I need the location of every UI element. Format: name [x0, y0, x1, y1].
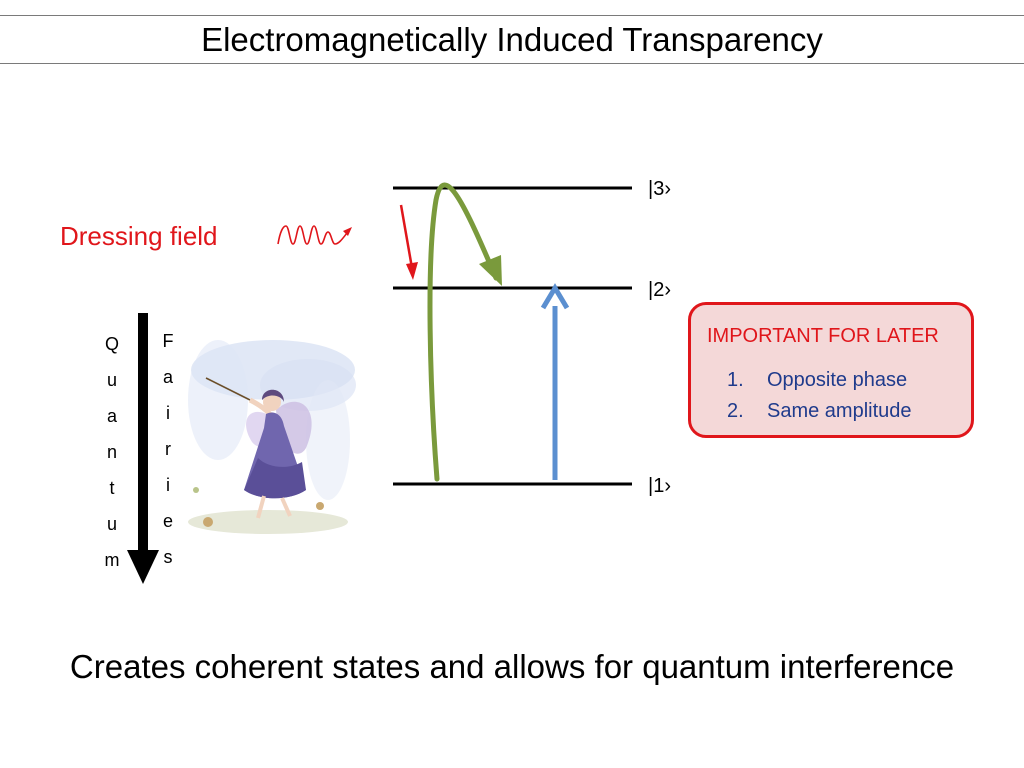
slide-caption: Creates coherent states and allows for q…: [69, 648, 955, 685]
dressing-arrow: [399, 204, 414, 269]
callout-list-item: 2. Same amplitude: [727, 396, 912, 427]
fairies-letter: e: [162, 511, 173, 531]
wave-arrow-head-icon: [343, 227, 352, 236]
callout-item-number: 2.: [727, 400, 744, 422]
callout-list-item: 1. Opposite phase: [727, 365, 912, 396]
quantum-letter: t: [109, 478, 115, 498]
quantum-letter: u: [106, 514, 117, 534]
probe-arrow-head: [540, 283, 570, 310]
quantum-letter: m: [104, 550, 120, 570]
callout-item-number: 1.: [727, 369, 744, 391]
wave-icon: [277, 225, 348, 245]
fairies-letter: i: [166, 475, 170, 495]
callout-heading: IMPORTANT FOR LATER: [707, 325, 939, 347]
slide-title: Electromagnetically Induced Transparency: [201, 21, 823, 58]
energy-level-1-label: |1›: [648, 475, 671, 497]
fairies-letter: r: [165, 439, 171, 459]
callout-item-text: Same amplitude: [767, 400, 912, 422]
dressing-arrow-head: [406, 262, 418, 280]
quantum-arrow-head: [127, 550, 159, 584]
quantum-vertical-text: Q u a n t u m: [100, 326, 124, 578]
fairies-letter: F: [162, 331, 174, 351]
callout-item-text: Opposite phase: [767, 369, 908, 391]
fairies-letter: s: [163, 547, 173, 567]
quantum-letter: Q: [104, 334, 119, 354]
fairies-vertical-text: F a i r i e s: [156, 323, 180, 575]
coupling-arrow: [427, 182, 499, 482]
fairy-illustration: [188, 340, 356, 534]
energy-level-2-label: |2›: [648, 279, 671, 301]
dressing-field-label: Dressing field: [60, 221, 218, 251]
callout-list: 1. Opposite phase 2. Same amplitude: [727, 365, 912, 427]
fairies-letter: i: [166, 403, 170, 423]
quantum-letter: u: [106, 370, 117, 390]
quantum-letter: a: [106, 406, 117, 426]
title-bottom-rule: [0, 63, 1024, 64]
title-top-rule: [0, 15, 1024, 16]
quantum-letter: n: [106, 442, 117, 462]
coupling-arrow-head: [479, 255, 502, 286]
energy-level-3-label: |3›: [648, 178, 671, 200]
important-callout: IMPORTANT FOR LATER 1. Opposite phase 2. S…: [688, 302, 974, 438]
fairies-letter: a: [162, 367, 173, 387]
